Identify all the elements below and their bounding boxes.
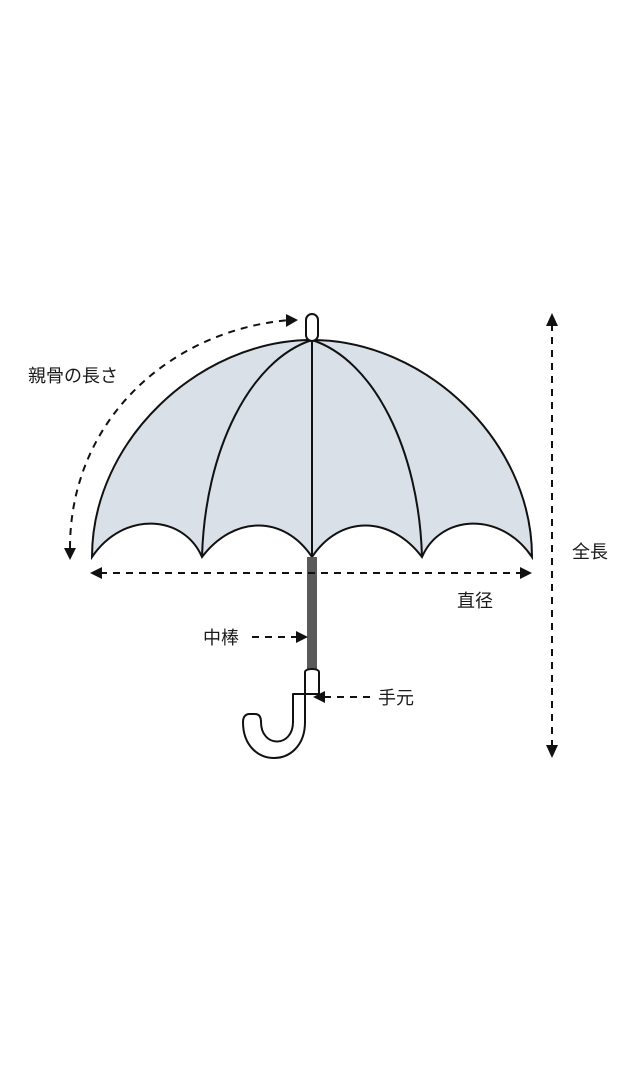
rib-length-dimension — [69, 319, 291, 549]
rib-length-arrowhead-top — [286, 314, 298, 327]
diameter-arrowhead-right — [520, 567, 532, 579]
handle-label: 手元 — [378, 688, 414, 709]
rib-length-arrowhead-bottom — [64, 548, 76, 560]
umbrella-tip — [305, 313, 319, 342]
canopy-rib-right — [311, 339, 423, 558]
diameter-label: 直径 — [457, 591, 493, 612]
handle-pointer-arrowhead — [313, 691, 325, 703]
total-length-arrowhead-top — [546, 313, 558, 326]
total-length-label: 全長 — [572, 542, 608, 563]
umbrella-shaft — [307, 557, 317, 672]
shaft-pointer-arrowhead — [296, 631, 308, 643]
rib-length-label: 親骨の長さ — [28, 366, 118, 387]
umbrella-handle — [242, 668, 320, 759]
diameter-arrowhead-left — [90, 567, 102, 579]
canopy-rib-left — [201, 339, 313, 558]
total-length-arrowhead-bottom — [546, 745, 558, 758]
shaft-label: 中棒 — [203, 628, 239, 649]
